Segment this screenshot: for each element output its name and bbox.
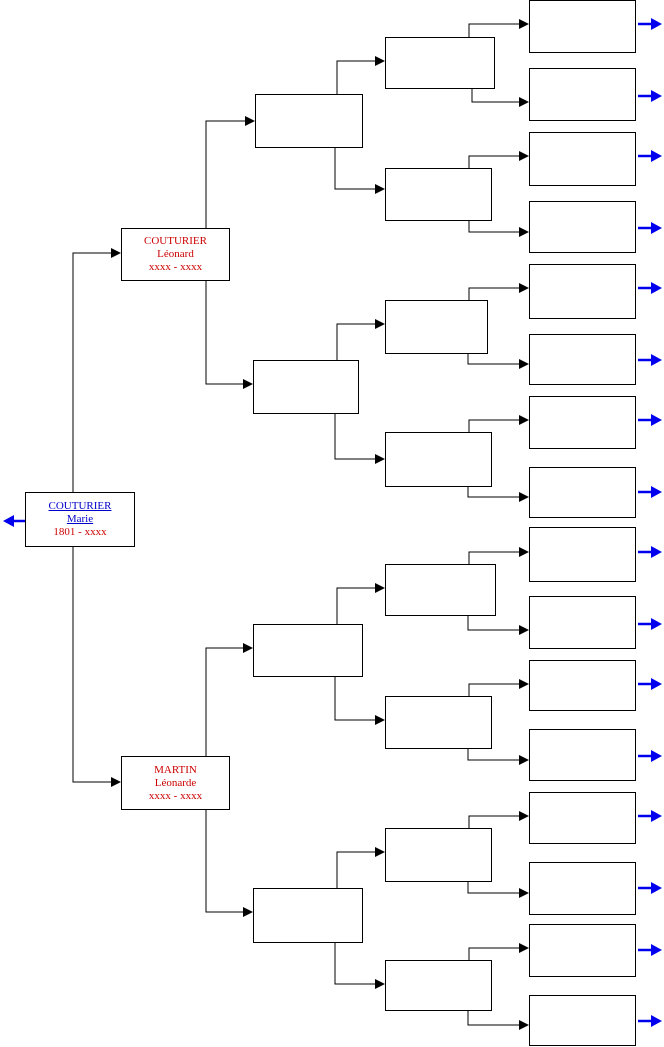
person-box-gen4-15[interactable] (529, 924, 636, 977)
connector-line-13 (336, 847, 385, 888)
connector-line-9 (336, 319, 385, 360)
person-box-root[interactable]: COUTURIER Marie 1801 - xxxx (25, 492, 135, 547)
forward-arrow-icon-2[interactable] (638, 90, 662, 102)
person-box-gen3-1[interactable] (385, 37, 495, 89)
forward-arrow-icon-10[interactable] (638, 618, 662, 630)
connector-line-28 (467, 882, 529, 898)
connector-line-12 (334, 677, 385, 725)
connector-line-15 (468, 19, 529, 37)
person-box-gen3-5[interactable] (385, 564, 496, 616)
connector-line-18 (468, 221, 529, 237)
connector-line-2 (72, 547, 121, 787)
root-surname[interactable]: COUTURIER (48, 500, 112, 512)
person-box-gen3-7[interactable] (385, 828, 492, 882)
connector-line-3 (205, 116, 255, 228)
person-box-gen2-3[interactable] (253, 624, 363, 677)
person-box-gen2-4[interactable] (253, 888, 363, 943)
connector-line-1 (72, 248, 121, 492)
forward-arrow-icon-9[interactable] (638, 546, 662, 558)
person-box-gen4-5[interactable] (529, 264, 636, 319)
root-dates: 1801 - xxxx (53, 526, 107, 538)
connector-line-21 (468, 415, 529, 432)
connector-line-16 (471, 89, 529, 107)
forward-arrow-icon-15[interactable] (638, 944, 662, 956)
person-box-gen4-12[interactable] (529, 729, 636, 781)
person-box-gen4-13[interactable] (529, 792, 636, 844)
forward-arrow-icon-11[interactable] (638, 678, 662, 690)
person-box-father[interactable]: COUTURIER Léonard xxxx - xxxx (121, 228, 230, 281)
connector-line-20 (467, 354, 529, 369)
forward-arrow-icon-3[interactable] (638, 150, 662, 162)
connector-line-5 (205, 643, 253, 756)
person-box-gen4-9[interactable] (529, 527, 636, 582)
forward-arrow-icon-5[interactable] (638, 282, 662, 294)
connector-line-30 (467, 1011, 529, 1030)
forward-arrow-icon-13[interactable] (638, 810, 662, 822)
mother-dates: xxxx - xxxx (148, 789, 203, 802)
connector-line-29 (468, 943, 529, 960)
person-box-gen4-7[interactable] (529, 396, 636, 449)
forward-arrow-icon-7[interactable] (638, 414, 662, 426)
father-given-name: Léonard (157, 248, 194, 260)
forward-arrow-icon-8[interactable] (638, 486, 662, 498)
person-box-gen3-4[interactable] (385, 432, 492, 487)
person-box-gen4-10[interactable] (529, 596, 636, 649)
back-arrow-icon[interactable] (3, 515, 25, 527)
connector-line-27 (468, 811, 529, 828)
connector-line-19 (468, 283, 529, 300)
person-box-gen2-2[interactable] (253, 360, 359, 414)
person-box-gen4-1[interactable] (529, 0, 636, 53)
person-box-gen3-3[interactable] (385, 300, 488, 354)
connector-line-23 (468, 547, 529, 564)
person-box-gen4-8[interactable] (529, 467, 636, 518)
forward-arrow-icon-1[interactable] (638, 18, 662, 30)
person-box-gen3-8[interactable] (385, 960, 492, 1011)
forward-arrow-icon-4[interactable] (638, 222, 662, 234)
connector-line-17 (468, 151, 529, 168)
mother-given-name: Léonarde (154, 776, 197, 789)
person-box-gen4-3[interactable] (529, 132, 636, 186)
connector-line-24 (467, 616, 529, 635)
person-box-gen4-14[interactable] (529, 862, 636, 915)
person-box-gen2-1[interactable] (255, 94, 363, 148)
person-box-gen3-2[interactable] (385, 168, 492, 221)
connector-line-10 (334, 414, 385, 464)
person-box-mother[interactable]: MARTIN Léonarde xxxx - xxxx (121, 756, 230, 810)
connector-line-26 (467, 749, 529, 765)
father-surname: COUTURIER (144, 235, 207, 247)
person-box-gen4-6[interactable] (529, 334, 636, 385)
person-box-gen3-6[interactable] (385, 696, 492, 749)
connector-line-8 (334, 148, 385, 194)
connector-line-11 (336, 583, 385, 624)
connector-line-25 (468, 679, 529, 696)
person-box-gen4-11[interactable] (529, 660, 636, 711)
connector-line-6 (205, 810, 253, 917)
father-dates: xxxx - xxxx (148, 261, 203, 273)
person-box-gen4-4[interactable] (529, 201, 636, 253)
connector-line-14 (334, 943, 385, 989)
forward-arrow-icon-6[interactable] (638, 354, 662, 366)
forward-arrow-icon-14[interactable] (638, 882, 662, 894)
connector-line-4 (205, 281, 253, 389)
person-box-gen4-16[interactable] (529, 995, 636, 1046)
forward-arrow-icon-16[interactable] (638, 1015, 662, 1027)
root-given-name[interactable]: Marie (66, 513, 94, 525)
connector-line-7 (336, 56, 385, 94)
connector-line-22 (467, 487, 529, 502)
person-box-gen4-2[interactable] (529, 68, 636, 121)
mother-surname: MARTIN (154, 763, 197, 776)
forward-arrow-icon-12[interactable] (638, 750, 662, 762)
